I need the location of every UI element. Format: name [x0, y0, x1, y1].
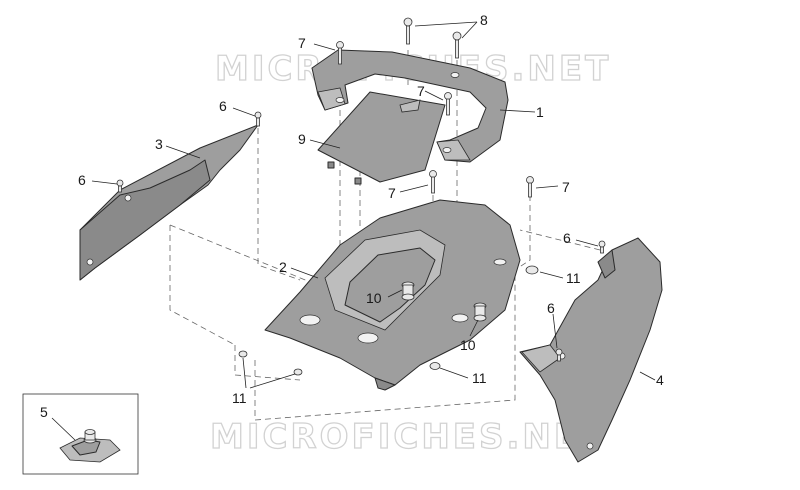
callout-11-bottom: 11	[232, 390, 247, 406]
nut-11b	[429, 362, 441, 370]
callout-1: 1	[536, 104, 544, 120]
callout-6-right: 6	[563, 230, 571, 246]
callout-5: 5	[40, 404, 48, 420]
tail-frame-part-2	[264, 199, 521, 391]
left-side-cover-part-3	[79, 124, 259, 281]
grommet-10a	[401, 281, 415, 301]
callout-4: 4	[656, 372, 664, 388]
callout-7-mid: 7	[388, 185, 396, 201]
callout-6-left: 6	[78, 172, 86, 188]
callout-3: 3	[155, 136, 163, 152]
screw-7b	[444, 92, 452, 116]
callout-7-plate: 7	[417, 83, 425, 99]
screw-6a	[254, 111, 262, 127]
screw-7a	[336, 41, 344, 65]
grommets	[238, 265, 539, 376]
callout-9: 9	[298, 131, 306, 147]
leader-lines	[91, 21, 656, 389]
right-side-cover-part-4	[519, 237, 663, 463]
screw-8b	[452, 31, 462, 59]
callout-7-right: 7	[562, 179, 570, 195]
callout-10-left: 10	[366, 290, 382, 306]
screw-7c	[429, 170, 437, 194]
nut-11c	[238, 350, 248, 358]
grab-handle-part-1	[311, 49, 509, 163]
callout-10-right: 10	[460, 337, 476, 353]
grommet-10b	[473, 302, 487, 322]
callout-7-top: 7	[298, 35, 306, 51]
screw-6b	[116, 179, 124, 193]
inset-box-part-5: 5	[22, 393, 139, 475]
callout-6-cover: 6	[547, 300, 555, 316]
callout-6-top: 6	[219, 98, 227, 114]
callout-labels: 8 7 1 6 7 9 3 6 7 7 6 2 10 11 6 10 4 11 …	[78, 12, 664, 406]
screw-7d	[526, 176, 534, 198]
screw-8a	[403, 17, 413, 45]
nut-11a	[525, 265, 539, 275]
screw-6c	[598, 240, 606, 254]
nut-11d	[293, 368, 303, 376]
callout-11-mid: 11	[472, 370, 487, 386]
watermark-bottom: MICROFICHES.NET	[210, 417, 606, 457]
screw-6d	[555, 348, 563, 362]
spring-clip-part-5	[59, 429, 121, 463]
plate-part-9	[317, 91, 446, 185]
callout-8: 8	[480, 12, 488, 28]
screws	[116, 17, 606, 362]
callout-2: 2	[279, 259, 287, 275]
callout-11-right: 11	[566, 270, 581, 286]
